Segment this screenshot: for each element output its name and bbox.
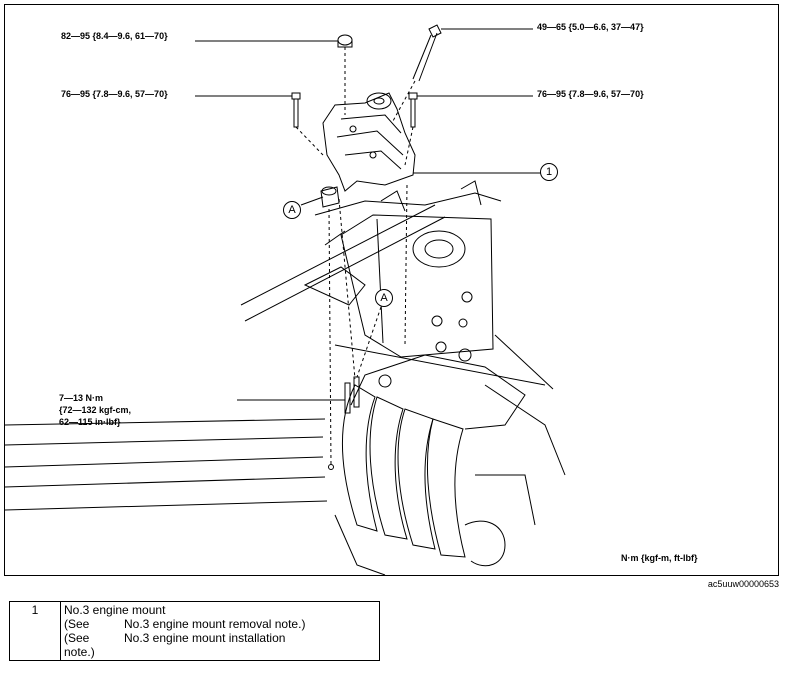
engine-mount-drawing — [5, 24, 566, 575]
engine-block — [303, 180, 502, 358]
legend-installation-ref-end: note.) — [64, 645, 95, 659]
legend-number: 1 — [9, 601, 61, 661]
stud-hole-marker — [328, 464, 334, 470]
legend-installation-link[interactable]: No.3 engine mount installation — [124, 631, 286, 645]
legend-part-name: No.3 engine mount — [64, 603, 166, 617]
legend-installation-prefix: (See — [64, 631, 90, 645]
callout-a-lower: A — [375, 289, 393, 307]
image-code: ac5uuw00000653 — [707, 579, 779, 589]
callout-a-upper: A — [283, 201, 301, 219]
leader-lines — [195, 28, 541, 401]
torque-label-stud-3: 62—115 in·lbf} — [59, 417, 121, 427]
torque-label-mid-right: 76—95 {7.8—9.6, 57—70} — [537, 89, 644, 99]
units-note: N·m {kgf-m, ft-lbf} — [621, 553, 698, 563]
legend-removal-prefix: (See — [64, 617, 90, 631]
torque-label-top-right: 49—65 {5.0—6.6, 37—47} — [537, 22, 644, 32]
mounting-studs — [344, 376, 360, 414]
assembly-dashed-lines — [295, 47, 416, 466]
legend-installation-ref: (See No.3 engine mount installation — [64, 631, 376, 645]
legend-removal-ref: (See No.3 engine mount removal note.) — [64, 617, 376, 631]
body-frame-lines — [5, 204, 554, 511]
torque-label-stud-2: {72—132 kgf-cm, — [59, 405, 132, 415]
mount-fasteners — [291, 24, 442, 128]
diagram-frame: 82—95 {8.4—9.6, 61—70} 49—65 {5.0—6.6, 3… — [4, 4, 779, 576]
callout-part-1: 1 — [540, 163, 558, 181]
torque-label-top-left: 82—95 {8.4—9.6, 61—70} — [61, 31, 168, 41]
no3-engine-mount — [320, 92, 416, 208]
torque-label-stud-1: 7—13 N·m — [59, 393, 104, 403]
intake-manifold — [334, 341, 566, 575]
legend-removal-link[interactable]: No.3 engine mount removal note.) — [124, 617, 306, 631]
torque-label-mid-left: 76—95 {7.8—9.6, 57—70} — [61, 89, 168, 99]
